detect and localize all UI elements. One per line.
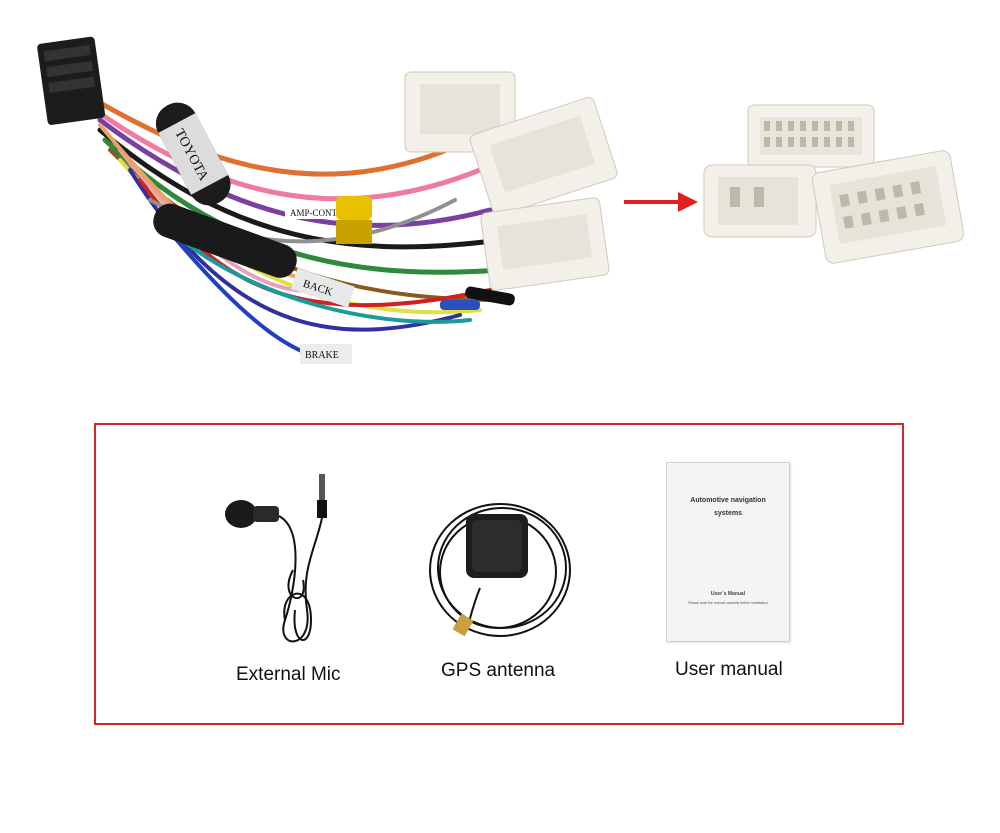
user-manual-caption: User manual bbox=[675, 659, 783, 680]
external-mic-caption: External Mic bbox=[236, 664, 341, 685]
manual-icon: Automotive navigation systems User`s Man… bbox=[666, 462, 790, 642]
microphone-icon bbox=[225, 474, 327, 643]
back-tag: BACK bbox=[290, 268, 355, 308]
accessories-panel bbox=[94, 423, 904, 725]
svg-text:AMP-CONT: AMP-CONT bbox=[290, 208, 338, 218]
white-plug-connectors bbox=[404, 71, 618, 291]
manual-cover-title: Automotive navigation systems bbox=[690, 497, 766, 517]
manual-cover-note: Please read the manual carefully before … bbox=[688, 601, 768, 605]
svg-text:BRAKE: BRAKE bbox=[305, 350, 339, 361]
wiring-harness-image: TOYOTA AMP-CONT BACK BRAKE bbox=[37, 36, 618, 364]
gps-antenna-caption: GPS antenna bbox=[441, 660, 556, 681]
amp-cont-tag: AMP-CONT bbox=[285, 205, 343, 219]
brake-tag: BRAKE bbox=[300, 344, 352, 364]
iso-connector bbox=[37, 36, 106, 125]
toyota-sleeve: TOYOTA bbox=[155, 102, 231, 206]
connector-closeup-image bbox=[703, 104, 965, 264]
manual-cover-subtitle: User`s Manual bbox=[710, 591, 746, 597]
arrow-icon bbox=[624, 192, 698, 212]
gps-antenna-icon bbox=[429, 503, 571, 637]
